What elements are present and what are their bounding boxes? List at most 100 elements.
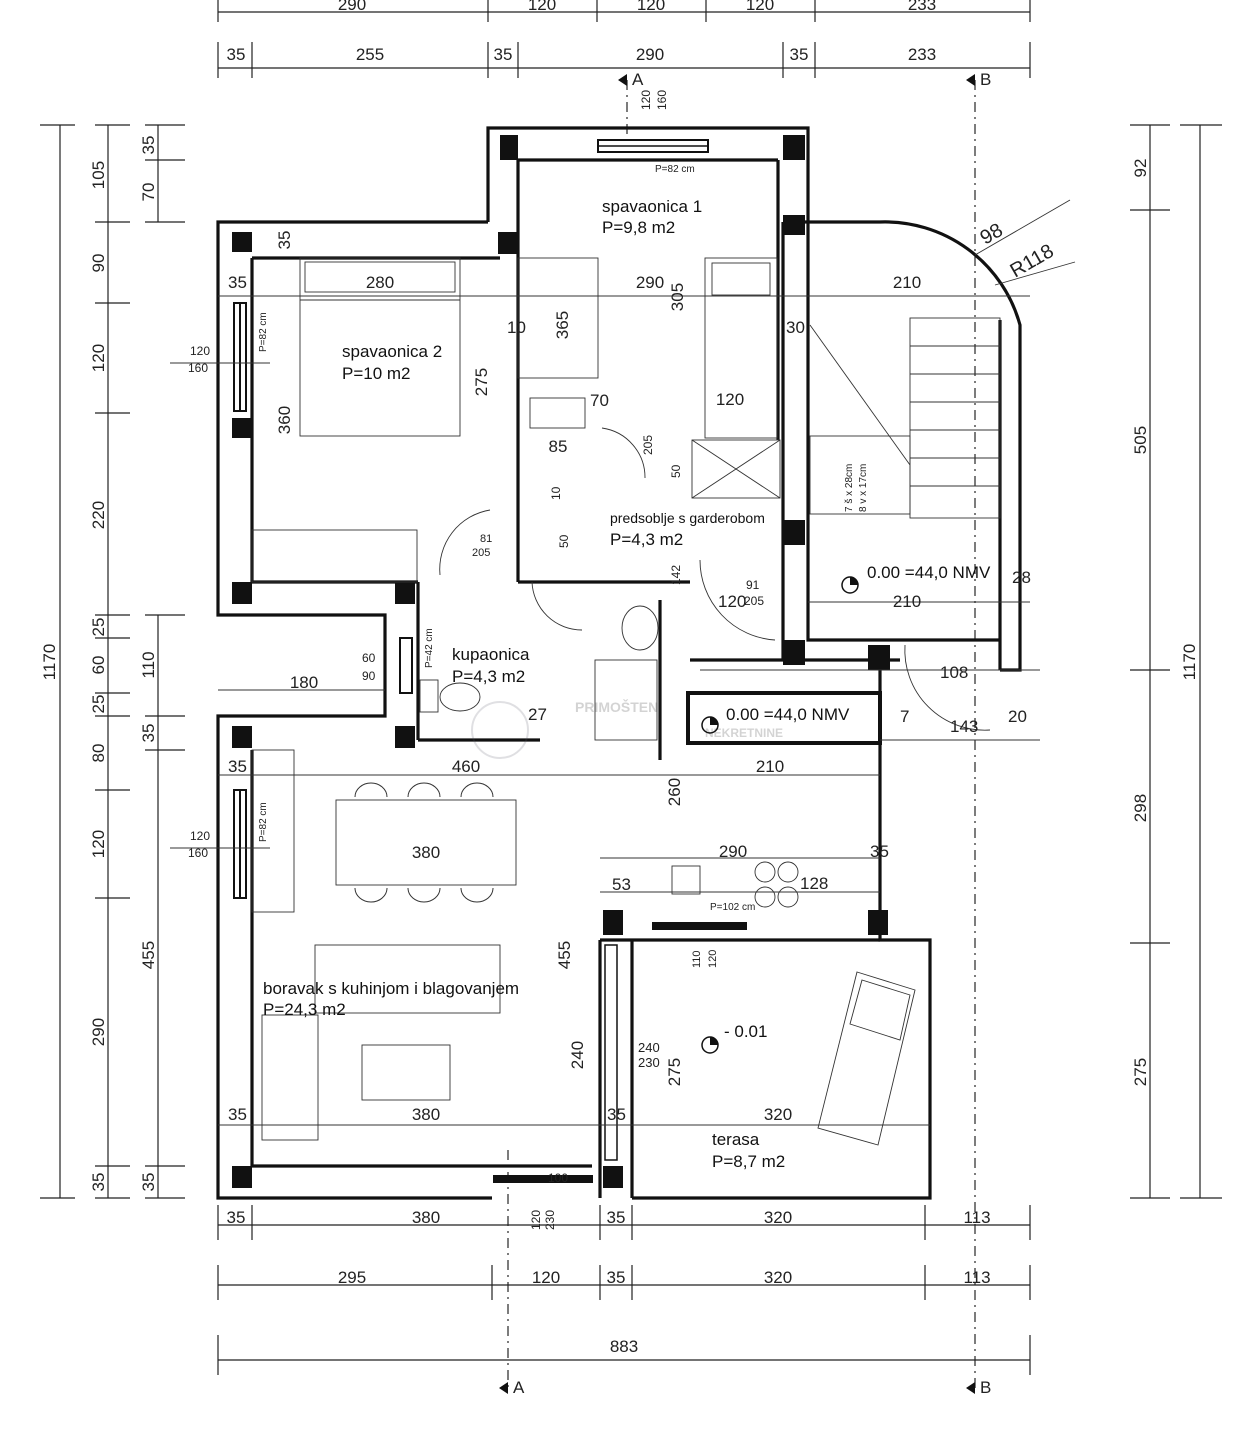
- d-35e: 35: [228, 273, 247, 292]
- dim-left-inner-4: 455: [139, 941, 158, 969]
- sun-lounger: [817, 971, 916, 1146]
- level-terrace: - 0.01: [724, 1022, 767, 1041]
- room-bathroom-name: kupaonica: [452, 645, 530, 664]
- d-91: 91: [746, 578, 760, 592]
- w1-a: 120: [190, 344, 210, 358]
- level-entry: 0.00 =44,0 NMV: [726, 705, 850, 724]
- d-320: 320: [764, 1105, 792, 1124]
- d-120c: 120: [707, 950, 719, 968]
- dim-left-inner-1: 70: [139, 183, 158, 202]
- dim-top1-1: 120: [528, 0, 556, 14]
- d-35a: 35: [870, 842, 889, 861]
- right-dimensions: 92 505 298 275 1170: [1130, 124, 1222, 1199]
- section-b-top: B: [980, 70, 991, 89]
- room-terrace-name: terasa: [712, 1130, 760, 1149]
- d-460: 460: [452, 757, 480, 776]
- dim-bottom1-1: 380: [412, 1208, 440, 1227]
- d-260: 260: [665, 778, 684, 806]
- dim-left-inner-3: 35: [139, 724, 158, 743]
- d-35b: 35: [228, 1105, 247, 1124]
- d-110: 110: [691, 950, 703, 968]
- dim-right-4: 275: [1131, 1058, 1150, 1086]
- d-53: 53: [612, 875, 631, 894]
- dim-bottom1-4: 113: [963, 1208, 990, 1227]
- dim-top2-2: 35: [494, 45, 513, 64]
- dim-right-total: 1170: [1180, 644, 1199, 681]
- small-notes: P=82 cm P=82 cm P=82 cm P=102 cm P=42 cm: [258, 164, 755, 913]
- watermark: PRIMOŠTEN NEKRETNINE: [471, 698, 783, 759]
- dim-bottom1-0: 35: [227, 1208, 246, 1227]
- dim-bottom2-0: 295: [338, 1268, 366, 1287]
- columns: [232, 135, 890, 1188]
- d-30: 30: [786, 318, 805, 337]
- interior-dims: 280 290 210 365 305 275 360 10 30 70 120…: [170, 90, 1031, 1230]
- d-50: 50: [669, 464, 683, 478]
- dim-left-total: 1170: [40, 644, 59, 681]
- d-205b: 205: [472, 547, 490, 559]
- dim-left-mid-6: 25: [89, 695, 108, 714]
- w2-a: 120: [190, 829, 210, 843]
- d-81: 81: [480, 533, 492, 545]
- dim-top1-2: 120: [637, 0, 665, 14]
- dim-top2-1: 255: [356, 45, 384, 64]
- interior-dim-lines: [218, 295, 1040, 1126]
- d-20: 20: [1008, 707, 1027, 726]
- d-120-230b: 230: [543, 1210, 557, 1230]
- dim-top2-0: 35: [227, 45, 246, 64]
- top-dimensions: 290 120 120 120 233 35 255 35 290 35 233: [217, 0, 1031, 78]
- dim-bottom2-4: 113: [963, 1268, 990, 1287]
- room-hall-area: P=4,3 m2: [610, 530, 683, 549]
- d-128: 128: [800, 874, 828, 893]
- note-3: P=102 cm: [710, 902, 755, 913]
- dim-top2-3: 290: [636, 45, 664, 64]
- d-210a: 210: [893, 273, 921, 292]
- room-hall-name: predsoblje s garderobom: [610, 510, 765, 526]
- room-labels: spavaonica 1 P=9,8 m2 spavaonica 2 P=10 …: [263, 197, 785, 1171]
- dim-left-inner-5: 35: [139, 1173, 158, 1192]
- dim-top1-0: 290: [338, 0, 366, 14]
- watermark-line1: PRIMOŠTEN: [575, 698, 658, 715]
- d-7: 7: [900, 707, 909, 726]
- d-120b: 120: [718, 592, 746, 611]
- left-dimensions: 1170 105 90 120 220 25 60 25 80 120 290 …: [40, 124, 185, 1199]
- d-35c: 35: [607, 1105, 626, 1124]
- radius-r118: R118: [1007, 240, 1058, 282]
- d-230: 230: [638, 1055, 660, 1070]
- stair-note-1: 8 v x 17cm: [858, 464, 869, 512]
- windows: [233, 139, 747, 1161]
- d-70: 70: [590, 391, 609, 410]
- note-1: P=82 cm: [258, 312, 269, 352]
- staircase: [809, 317, 1001, 519]
- w3-b: 160: [655, 90, 669, 110]
- dim-left-mid-0: 105: [89, 161, 108, 189]
- d-455: 455: [555, 941, 574, 969]
- dim-bottom1-2: 35: [607, 1208, 626, 1227]
- d-380a: 380: [412, 843, 440, 862]
- d-27: 27: [528, 705, 547, 724]
- d-275: 275: [472, 368, 491, 396]
- dim-left-mid-8: 120: [89, 830, 108, 858]
- watermark-line2: NEKRETNINE: [705, 726, 783, 740]
- room-terrace-area: P=8,7 m2: [712, 1152, 785, 1171]
- room-bedroom2-name: spavaonica 2: [342, 342, 442, 361]
- dim-left-mid-4: 25: [89, 618, 108, 637]
- d-240: 240: [638, 1040, 660, 1055]
- w2-b: 160: [188, 846, 208, 860]
- note-2: P=82 cm: [258, 802, 269, 842]
- section-b-bottom: B: [980, 1378, 991, 1397]
- d-290b: 290: [719, 842, 747, 861]
- dim-bottom2-1: 120: [532, 1268, 560, 1287]
- note-4: P=42 cm: [424, 628, 435, 668]
- d-365: 365: [553, 311, 572, 339]
- dim-bottom2-3: 320: [764, 1268, 792, 1287]
- dim-bottom2-2: 35: [607, 1268, 626, 1287]
- room-bedroom1-name: spavaonica 1: [602, 197, 702, 216]
- room-living-area: P=24,3 m2: [263, 1000, 346, 1019]
- d-60: 60: [362, 651, 376, 665]
- entry-level-box: [686, 691, 882, 745]
- bottom-dimensions: 35 380 35 320 113 295 120 35 320 113 883: [217, 1205, 1031, 1375]
- dim-bottom1-3: 320: [764, 1208, 792, 1227]
- room-bathroom-area: P=4,3 m2: [452, 667, 525, 686]
- d-108: 108: [940, 663, 968, 682]
- level-markers: [701, 576, 859, 1054]
